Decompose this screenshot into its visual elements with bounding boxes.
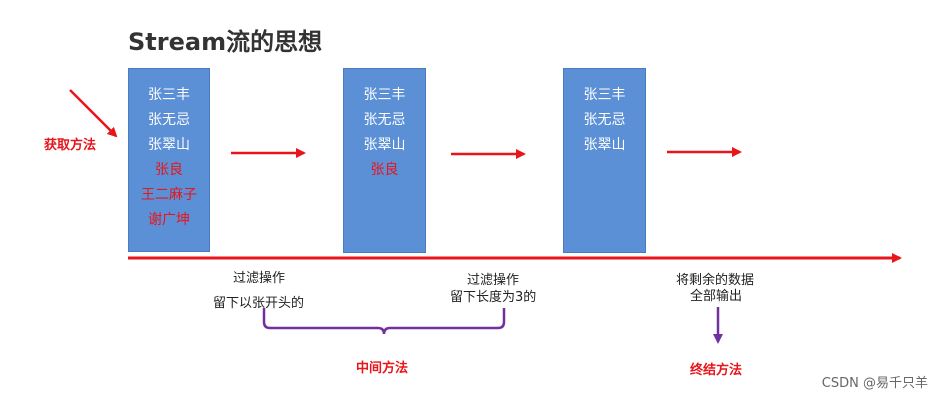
name-item: 张良 (155, 162, 183, 178)
output-title: 将剩余的数据 (676, 273, 755, 288)
page-title: Stream流的思想 (128, 28, 323, 56)
watermark: CSDN @易千只羊 (821, 376, 928, 391)
source-arrow (69, 89, 118, 138)
filter-1-desc: 留下以张开头的 (213, 296, 305, 311)
intermediate-method-label: 中间方法 (356, 361, 409, 376)
output-desc: 全部输出 (690, 289, 743, 304)
name-item: 张翠山 (148, 137, 190, 153)
terminal-method-label: 终结方法 (690, 363, 743, 378)
filter-2-desc: 留下长度为3的 (450, 290, 537, 305)
source-method-label: 获取方法 (44, 138, 97, 153)
name-item: 张三丰 (583, 87, 626, 103)
name-item: 王二麻子 (141, 187, 197, 203)
name-item: 张三丰 (148, 87, 190, 103)
filter-1-title: 过滤操作 (233, 271, 286, 286)
name-item: 张翠山 (363, 137, 406, 153)
name-item: 张翠山 (583, 137, 626, 153)
filter-2-title: 过滤操作 (467, 273, 520, 288)
name-item: 谢广坤 (148, 212, 190, 228)
collection-box-3: 张三丰 张无忌 张翠山 (563, 68, 646, 253)
name-item: 张三丰 (363, 87, 406, 103)
name-item: 张良 (370, 162, 399, 178)
name-item: 张无忌 (583, 112, 626, 128)
collection-box-1: 张三丰 张无忌 张翠山 张良 王二麻子 谢广坤 (128, 68, 210, 252)
collection-box-2: 张三丰 张无忌 张翠山 张良 (343, 68, 426, 253)
name-item: 张无忌 (363, 112, 406, 128)
name-item: 张无忌 (148, 112, 190, 128)
intermediate-brace (262, 308, 506, 335)
